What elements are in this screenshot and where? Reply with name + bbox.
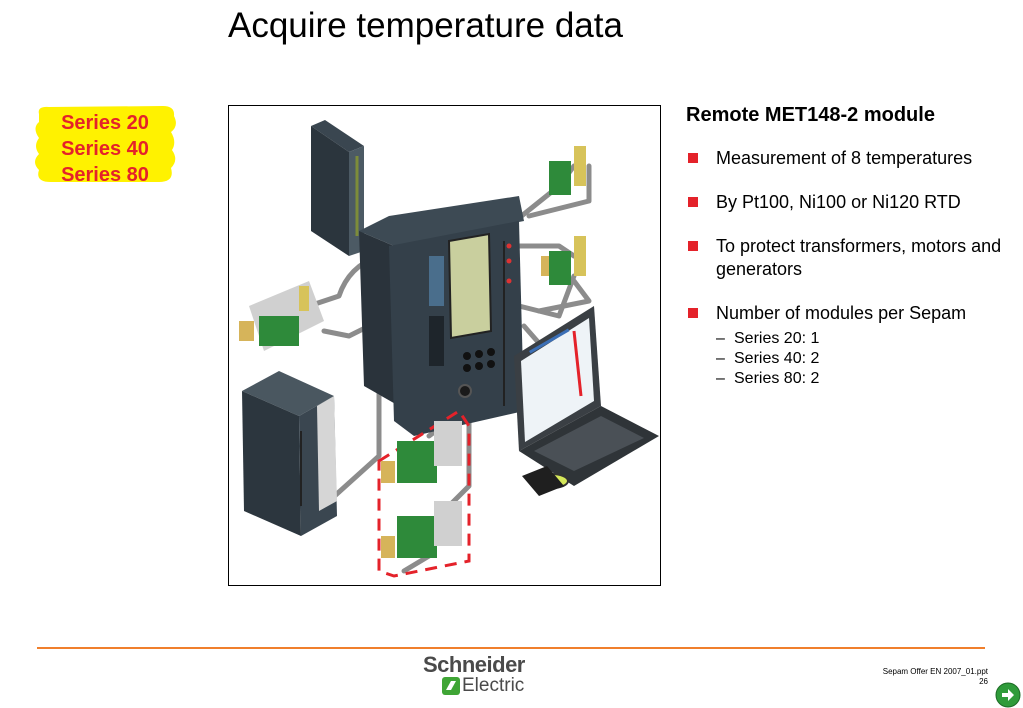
sub-item-series-40: –Series 40: 2	[716, 349, 1006, 369]
feature-list: Measurement of 8 temperatures By Pt100, …	[686, 147, 1006, 389]
footer-file-info: Sepam Offer EN 2007_01.ppt 26	[883, 667, 988, 687]
met148-module-top-2	[541, 236, 586, 285]
bullet-square-icon	[688, 197, 698, 207]
bullet-protection: To protect transformers, motors and gene…	[686, 235, 1006, 281]
bullet-square-icon	[688, 308, 698, 318]
slide-title: Acquire temperature data	[228, 6, 623, 45]
bullet-text: By Pt100, Ni100 or Ni120 RTD	[716, 192, 961, 212]
module-count-list: –Series 20: 1 –Series 40: 2 –Series 80: …	[716, 329, 1006, 389]
logo-wordmark-bottom: Electric	[462, 675, 525, 696]
page-number: 26	[979, 677, 988, 686]
series-80-label: Series 80	[61, 164, 149, 186]
met148-module-left	[239, 281, 324, 351]
dash-glyph: –	[716, 350, 725, 367]
section-title: Remote MET148-2 module	[686, 104, 935, 126]
schneider-electric-logo: Schneider Electric	[420, 652, 540, 697]
bullet-text: To protect transformers, motors and gene…	[716, 236, 1002, 279]
bullet-square-icon	[688, 153, 698, 163]
sepam-main-unit	[359, 196, 524, 436]
expansion-module-rear	[311, 120, 364, 256]
bullet-square-icon	[688, 241, 698, 251]
logo-wordmark-top: Schneider	[423, 652, 525, 677]
laptop-computer	[514, 306, 659, 496]
series-badge: Series 20 Series 40 Series 80	[33, 104, 177, 186]
sub-item-text: Series 20: 1	[734, 330, 820, 347]
dash-glyph: –	[716, 370, 725, 387]
bullet-text: Measurement of 8 temperatures	[716, 148, 973, 168]
footer-divider	[37, 647, 985, 649]
sub-item-series-80: –Series 80: 2	[716, 369, 1006, 389]
bullet-module-count: Number of modules per Sepam –Series 20: …	[686, 302, 1006, 389]
met148-modules-highlighted	[377, 408, 471, 578]
series-list: Series 20 Series 40 Series 80	[33, 110, 177, 188]
schneider-electric-mark-icon	[442, 677, 460, 695]
bullet-rtd: By Pt100, Ni100 or Ni120 RTD	[686, 191, 1006, 214]
series-40-label: Series 40	[61, 138, 149, 160]
sub-item-series-20: –Series 20: 1	[716, 329, 1006, 349]
dash-glyph: –	[716, 330, 725, 347]
system-illustration	[228, 105, 661, 586]
bullet-text: Number of modules per Sepam	[716, 303, 967, 323]
series-20-label: Series 20	[61, 112, 149, 134]
sub-item-text: Series 80: 2	[734, 370, 820, 387]
met148-module-top-1	[549, 146, 586, 195]
arrow-right-circle-icon[interactable]	[995, 682, 1021, 708]
sub-item-text: Series 40: 2	[734, 350, 820, 367]
footer-filename: Sepam Offer EN 2007_01.ppt	[882, 667, 988, 676]
bullet-measurement: Measurement of 8 temperatures	[686, 147, 1006, 170]
info-panel: Remote MET148-2 module Measurement of 8 …	[686, 104, 1006, 410]
badge-highlight-shape	[35, 106, 176, 182]
power-supply-module	[242, 371, 337, 536]
